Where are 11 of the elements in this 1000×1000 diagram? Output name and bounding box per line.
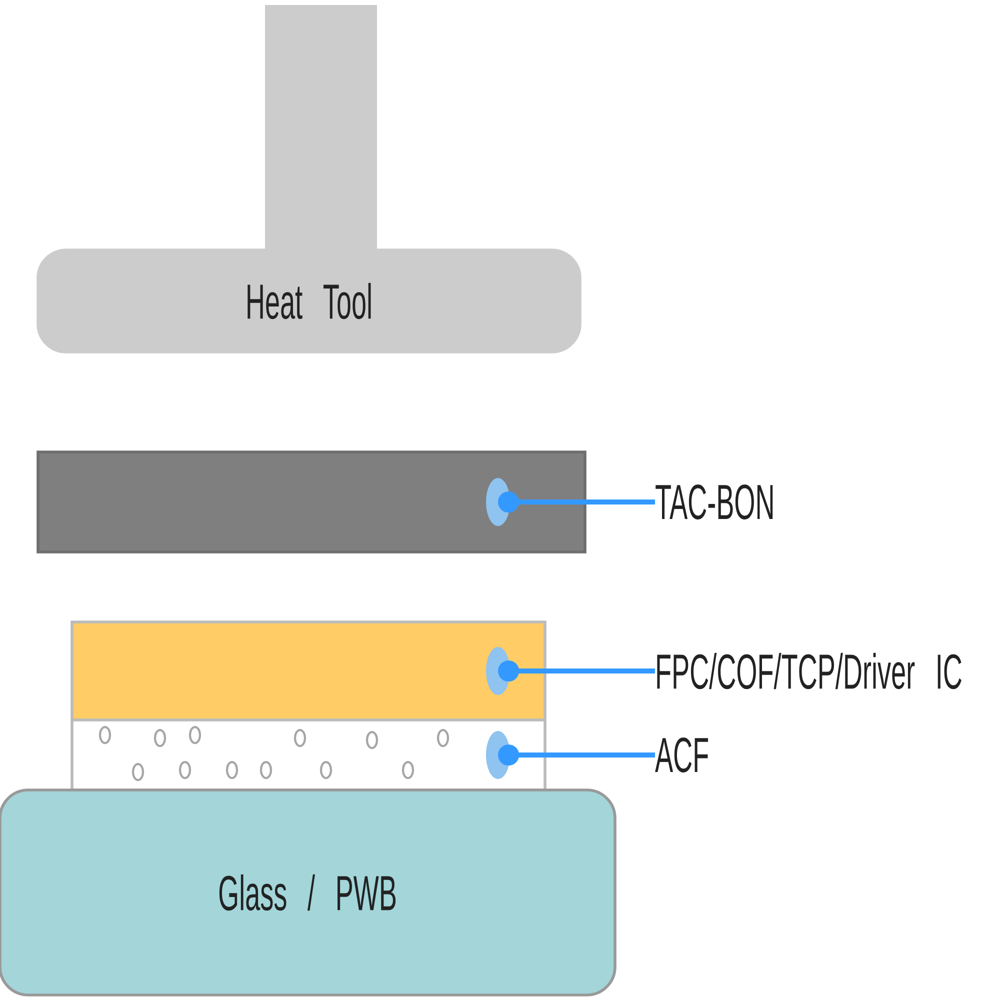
layer-label: FPC/COF/TCP/Driver IC (657, 652, 962, 690)
flexible-circuit-layer (70, 620, 546, 722)
leader-line (486, 478, 655, 526)
tac-bon-sheet (36, 450, 586, 554)
film-layer (70, 718, 546, 792)
glass-substrate: Glass / PWB (0, 788, 616, 996)
leader-line (486, 647, 655, 696)
heat-tool: Heat Tool (36, 5, 582, 354)
layer-label: ACF (655, 738, 708, 772)
leader-line (486, 731, 655, 779)
layer-label: TAC-BON (656, 484, 773, 520)
